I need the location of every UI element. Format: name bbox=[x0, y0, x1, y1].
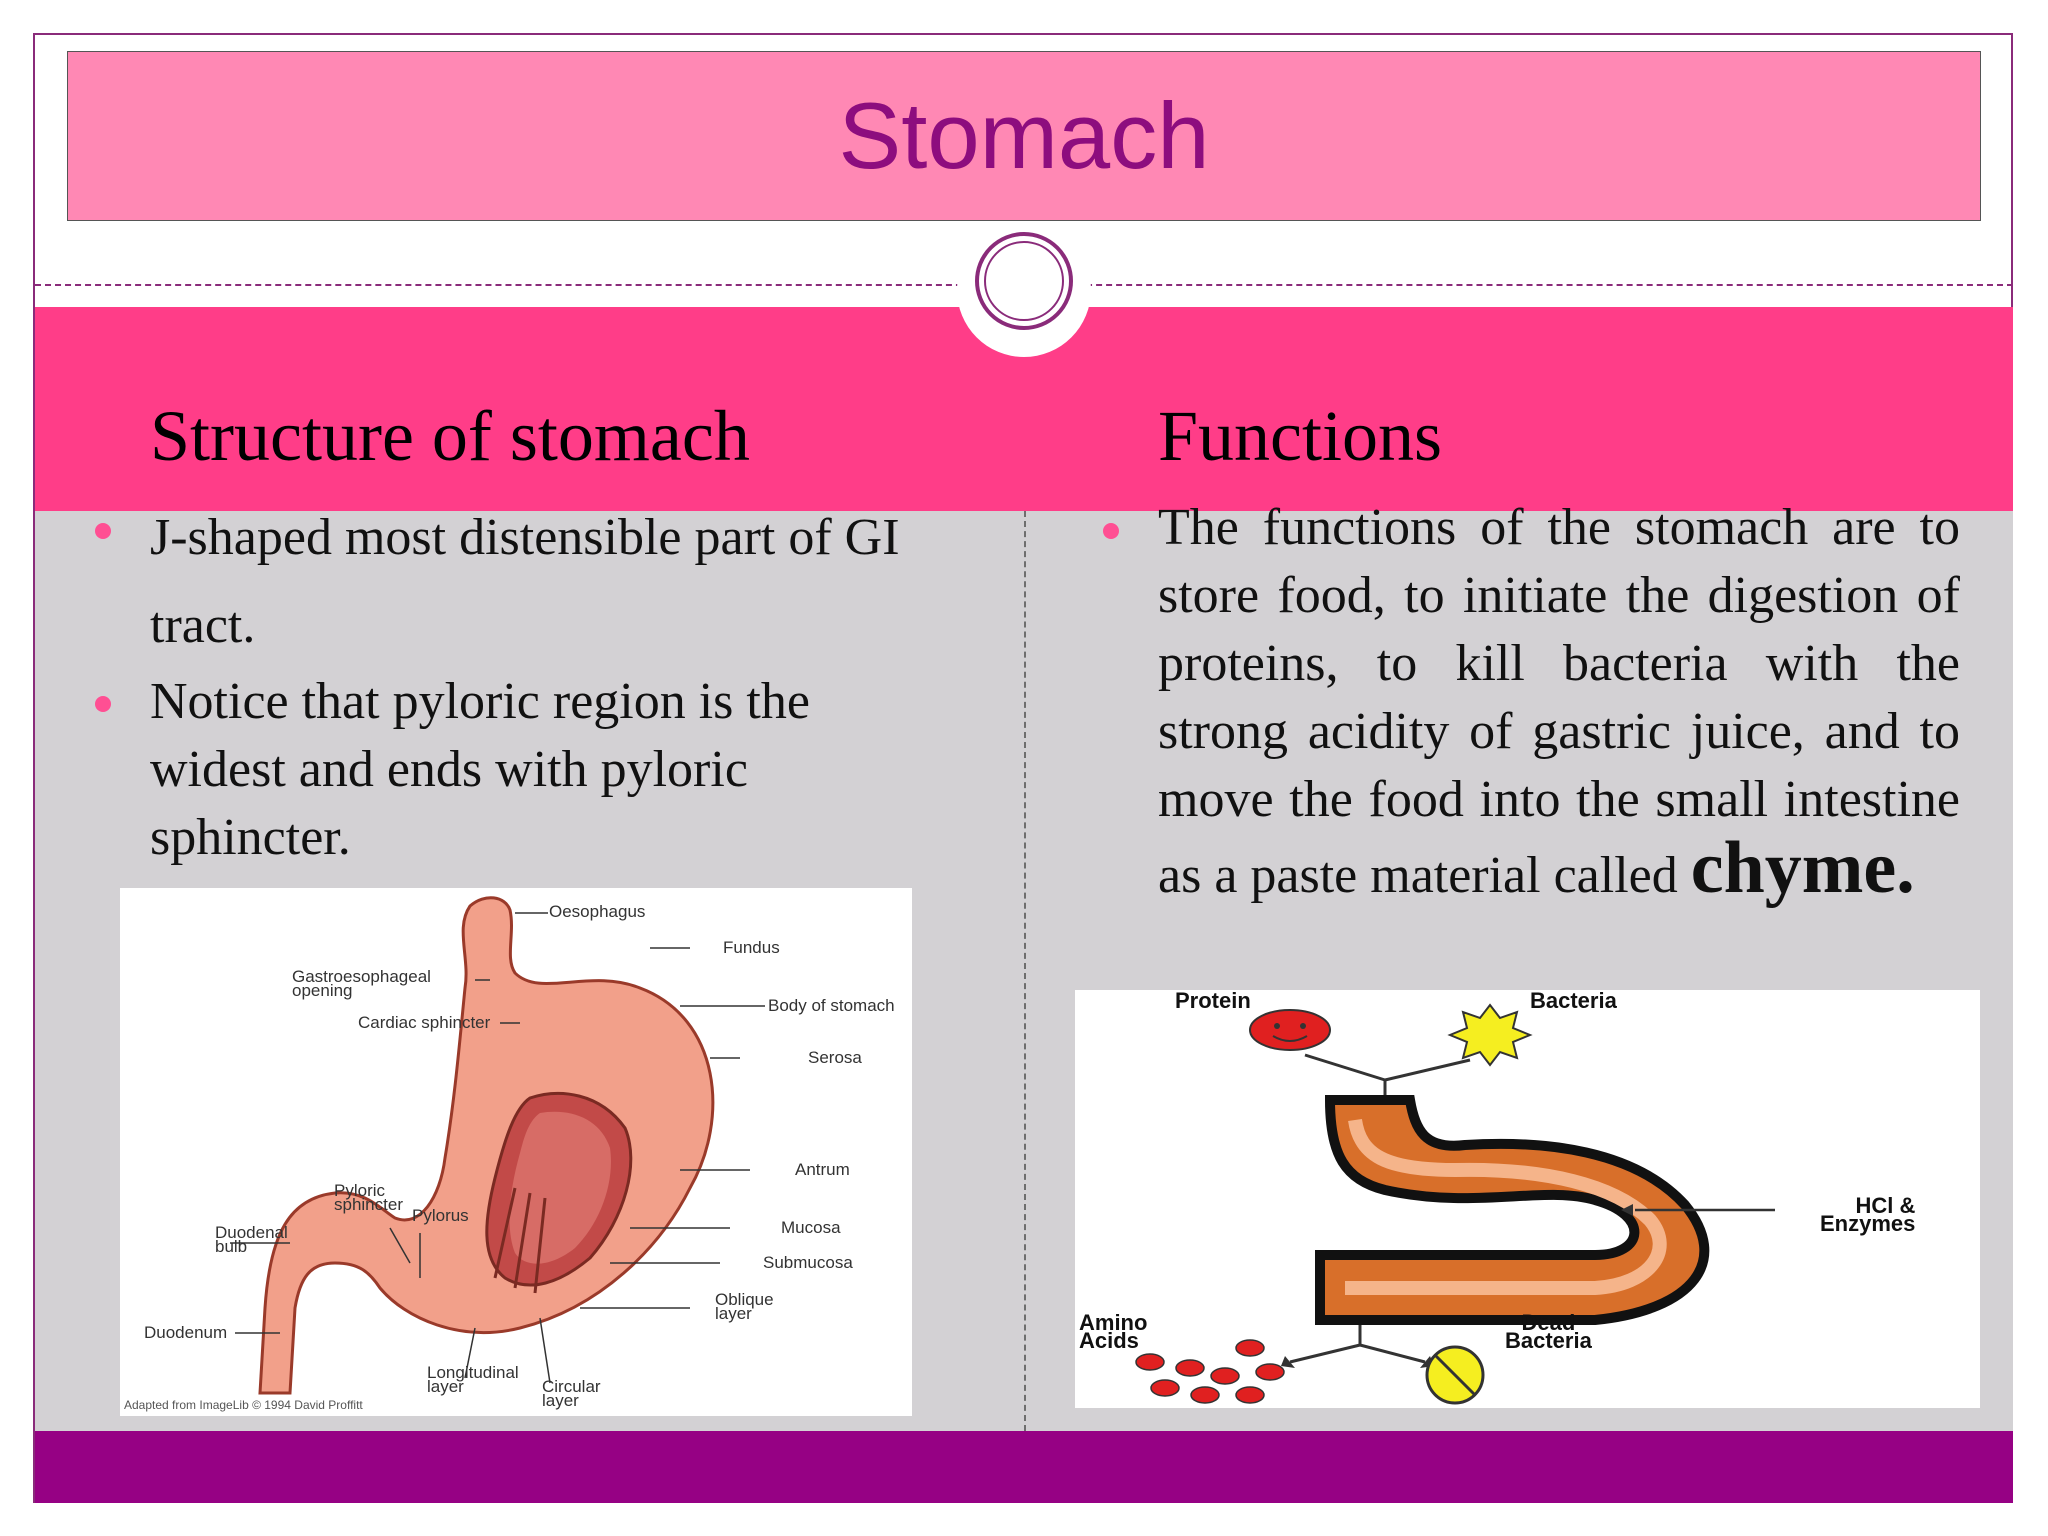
left-bullet-1: J-shaped most distensible part of GI tra… bbox=[150, 509, 900, 654]
label-serosa: Serosa bbox=[808, 1048, 862, 1067]
footer-bar bbox=[35, 1431, 2013, 1503]
label-hcl-enzymes: HCl &Enzymes bbox=[1820, 1193, 1916, 1236]
label-submucosa: Submucosa bbox=[763, 1253, 853, 1272]
label-bacteria: Bacteria bbox=[1530, 988, 1617, 1013]
figure-credit: Adapted from ImageLib © 1994 David Proff… bbox=[124, 1398, 363, 1412]
label-duodenum: Duodenum bbox=[144, 1323, 228, 1342]
column-divider bbox=[1024, 511, 1026, 1431]
chyme-emphasis: chyme. bbox=[1690, 827, 1915, 909]
label-pylorus: Pylorus bbox=[412, 1206, 469, 1225]
right-heading: Functions bbox=[1158, 396, 1443, 476]
label-antrum: Antrum bbox=[795, 1160, 850, 1179]
stomach-anatomy-illustration bbox=[230, 896, 765, 1395]
title-bar: Stomach bbox=[67, 51, 1981, 221]
label-mucosa: Mucosa bbox=[781, 1218, 841, 1237]
label-oesophagus: Oesophagus bbox=[549, 902, 646, 921]
bullet-dot bbox=[1103, 523, 1119, 539]
bullet-dot bbox=[95, 696, 111, 712]
label-protein: Protein bbox=[1175, 988, 1251, 1013]
label-cardiac-sphincter: Cardiac sphincter bbox=[358, 1013, 491, 1032]
circle-ring-inner-icon bbox=[984, 241, 1064, 321]
bullet-dot bbox=[95, 523, 111, 539]
right-bullet-1: The functions of the stomach are to stor… bbox=[1158, 494, 1960, 910]
functions-text: The functions of the stomach are to stor… bbox=[1158, 499, 1960, 904]
label-fundus: Fundus bbox=[723, 938, 780, 957]
left-heading: Structure of stomach bbox=[150, 396, 750, 476]
slide-title: Stomach bbox=[838, 83, 1210, 188]
left-bullet-2: Notice that pyloric region is the widest… bbox=[150, 673, 810, 866]
stomach-function-illustration bbox=[1135, 1003, 1775, 1405]
label-body-of-stomach: Body of stomach bbox=[768, 996, 895, 1015]
